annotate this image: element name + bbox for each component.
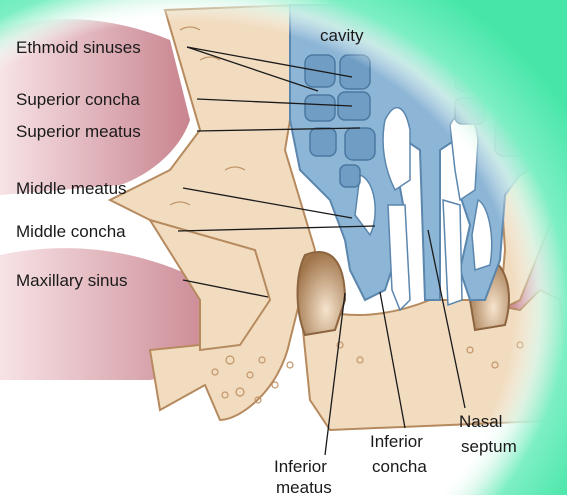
label-inferior-meatus-line1: Inferior bbox=[274, 457, 327, 476]
label-superior-concha: Superior concha bbox=[16, 90, 140, 109]
label-inferior-meatus-line2: meatus bbox=[276, 478, 332, 495]
label-middle-concha: Middle concha bbox=[16, 222, 126, 241]
label-superior-meatus: Superior meatus bbox=[16, 122, 141, 141]
label-nasal-line2: septum bbox=[461, 437, 517, 456]
label-middle-meatus: Middle meatus bbox=[16, 179, 127, 198]
label-cavity: cavity bbox=[320, 26, 364, 45]
label-maxillary-sinus: Maxillary sinus bbox=[16, 271, 127, 290]
label-ethmoid-sinuses: Ethmoid sinuses bbox=[16, 38, 141, 57]
label-inferior-concha-line2: concha bbox=[372, 457, 427, 476]
label-nasal-line1: Nasal bbox=[459, 412, 502, 431]
label-inferior-concha-line1: Inferior bbox=[370, 432, 423, 451]
